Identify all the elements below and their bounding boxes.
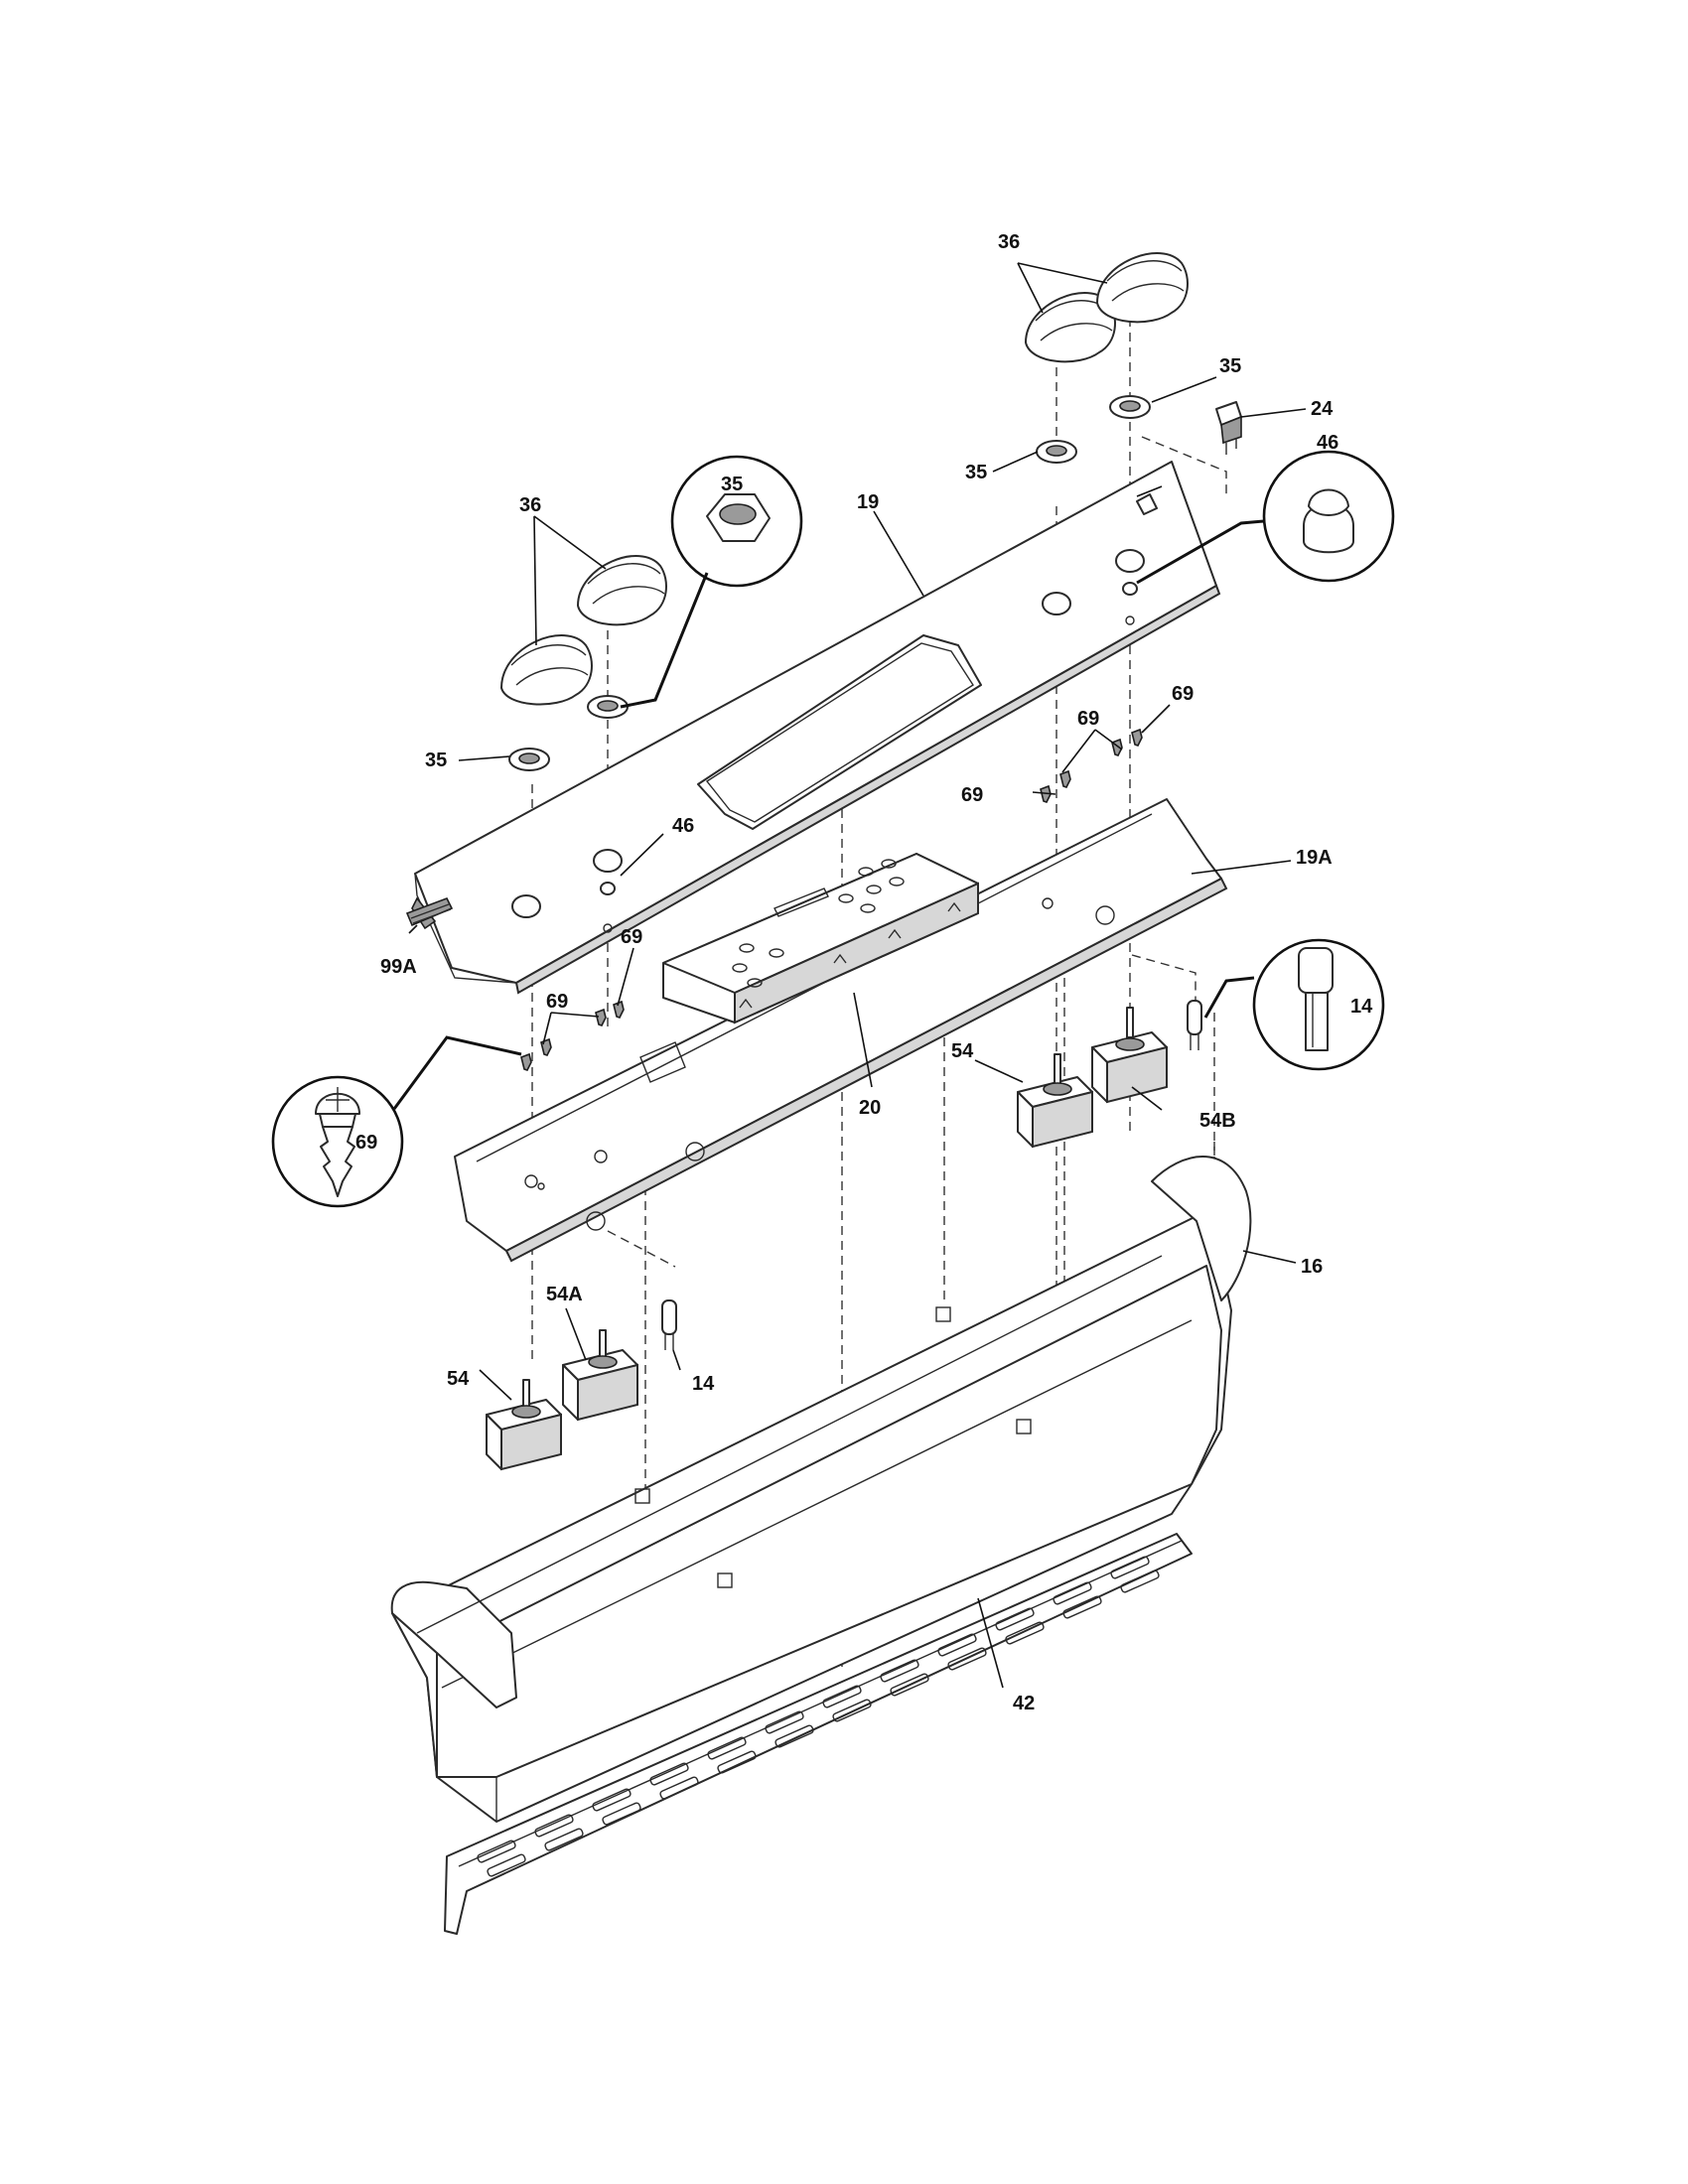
- vent-slot: [717, 1750, 757, 1774]
- switch-54-right: [1017, 1053, 1093, 1149]
- vent-slot: [774, 1724, 814, 1748]
- bracket-plate-19A: [454, 798, 1228, 1263]
- vent-slot: [995, 1607, 1035, 1631]
- vent-slot: [534, 1814, 574, 1838]
- label-14: 14: [692, 1373, 715, 1395]
- vent-slot: [477, 1840, 516, 1863]
- vent-slot: [1053, 1581, 1092, 1605]
- label-20: 20: [859, 1097, 881, 1119]
- indicator-lens-46: [600, 582, 1138, 933]
- vent-slot: [765, 1710, 804, 1734]
- control-panel-19: [411, 461, 1221, 995]
- callout-14: [1203, 938, 1385, 1071]
- backguard-housing-16: [390, 1156, 1252, 1823]
- label-42: 42: [1013, 1693, 1035, 1714]
- switch-54-left: [486, 1379, 562, 1471]
- label-69-a: 69: [1077, 708, 1099, 730]
- vent-slot: [544, 1828, 584, 1851]
- indicator-light-14-right: [1187, 1000, 1202, 1050]
- vent-slot: [649, 1762, 689, 1786]
- control-board-20: [662, 853, 979, 1024]
- label-54A: 54A: [546, 1284, 583, 1305]
- indicator-light-14-left: [661, 1299, 677, 1350]
- panel-holes: [511, 493, 1158, 918]
- vent-slot: [890, 1673, 929, 1697]
- switch-24: [1215, 401, 1242, 455]
- vent-slot: [659, 1776, 699, 1800]
- label-35-left: 35: [425, 750, 447, 771]
- label-35-callout: 35: [721, 474, 743, 495]
- bezel-left: [508, 748, 550, 771]
- bezel-right-upper: [1109, 395, 1151, 419]
- label-69-e: 69: [621, 926, 642, 948]
- vent-slot: [1110, 1556, 1150, 1579]
- callout-35: [620, 455, 803, 709]
- knob-left-2: [577, 555, 667, 626]
- harness-99A: [405, 896, 454, 927]
- vent-slot: [822, 1685, 862, 1708]
- bezels-35: [508, 395, 1151, 771]
- vent-slot: [487, 1853, 526, 1877]
- callout-69: [271, 1035, 522, 1208]
- label-54B: 54B: [1199, 1110, 1236, 1132]
- bezel-left-2: [587, 695, 629, 719]
- label-69-b: 69: [1172, 683, 1194, 705]
- vent-slot: [947, 1647, 987, 1671]
- vent-slot: [880, 1659, 919, 1683]
- label-19: 19: [857, 491, 879, 513]
- label-19A: 19A: [1296, 847, 1333, 869]
- label-99A: 99A: [380, 956, 417, 978]
- switch-54B: [1091, 1007, 1168, 1104]
- label-69-d: 69: [546, 991, 568, 1013]
- label-36-top: 36: [998, 231, 1020, 253]
- switch-54A: [562, 1329, 638, 1422]
- label-69-callout: 69: [355, 1132, 377, 1154]
- label-54-right: 54: [951, 1040, 974, 1062]
- vent-plate-42: [444, 1533, 1193, 1935]
- bezel-right-lower: [1036, 440, 1077, 464]
- label-24: 24: [1311, 398, 1334, 420]
- callout-46: [1136, 450, 1395, 585]
- housing-tabs: [634, 1306, 1032, 1588]
- label-36-left: 36: [519, 494, 541, 516]
- vent-slot: [832, 1699, 872, 1722]
- vent-slot: [937, 1633, 977, 1657]
- vent-slot: [592, 1788, 632, 1812]
- keypad-dots: [732, 859, 905, 988]
- vent-slot: [1062, 1595, 1102, 1619]
- vent-slot: [1120, 1570, 1160, 1593]
- label-46: 46: [672, 815, 694, 837]
- knobs-36: [500, 252, 1189, 706]
- part-labels: 36 35 24 35 46 36 35 19 35 46 69 69 69 1…: [355, 231, 1373, 1714]
- label-14-callout: 14: [1350, 996, 1373, 1018]
- label-54-left: 54: [447, 1368, 470, 1390]
- label-69-c: 69: [961, 784, 983, 806]
- knob-right-2: [1096, 252, 1189, 324]
- vent-slot: [707, 1736, 747, 1760]
- label-35-right-lower: 35: [965, 462, 987, 483]
- vent-slot: [602, 1802, 641, 1826]
- knob-left-1: [500, 634, 593, 706]
- knob-right-1: [1025, 292, 1116, 363]
- leader-lines: [408, 262, 1307, 1689]
- label-46-callout: 46: [1317, 432, 1338, 454]
- vent-slot: [1005, 1621, 1045, 1645]
- label-35-right-upper: 35: [1219, 355, 1241, 377]
- label-16: 16: [1301, 1256, 1323, 1278]
